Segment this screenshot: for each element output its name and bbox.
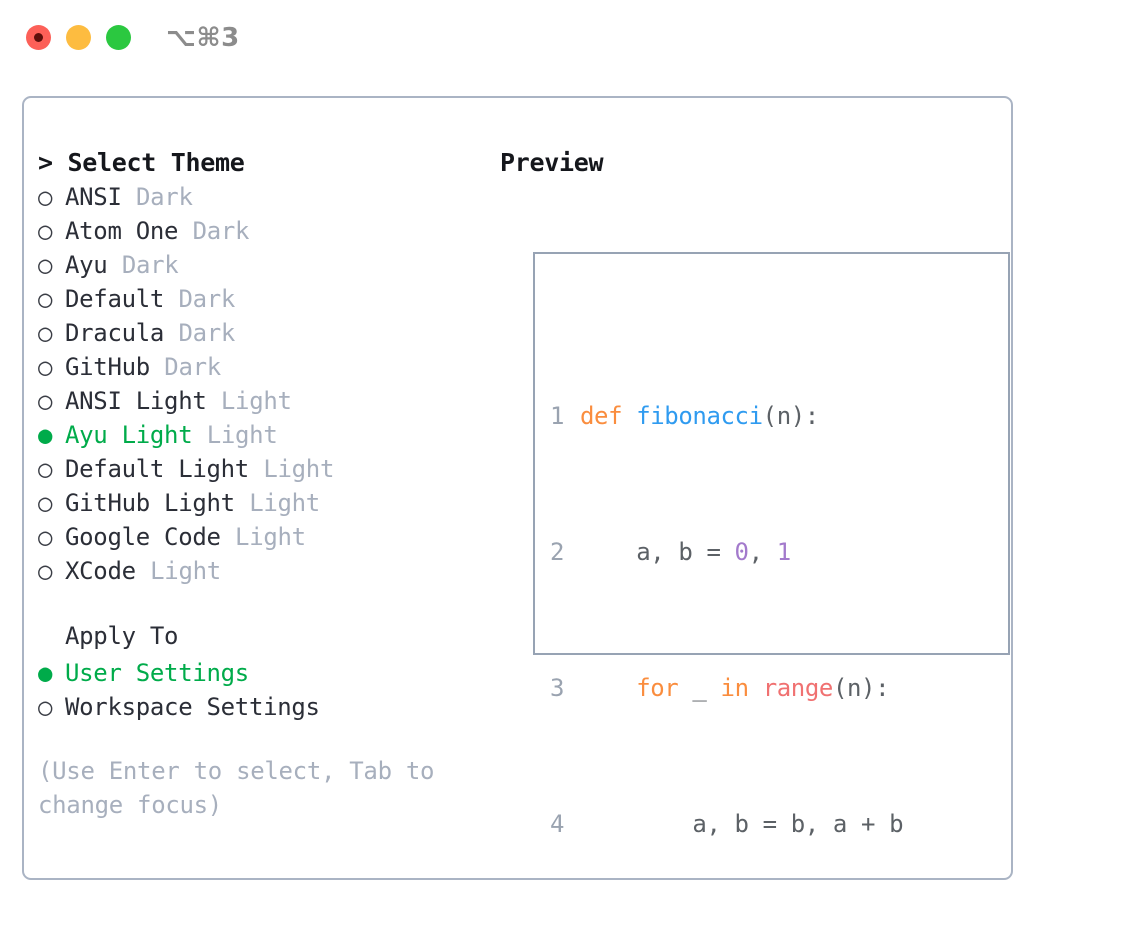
theme-option-label: Default Light — [65, 455, 249, 483]
theme-option-label: ANSI Light — [65, 387, 207, 415]
theme-option-label: ANSI — [65, 183, 122, 211]
theme-option-label: Default — [65, 285, 165, 313]
code-token: for — [636, 674, 679, 702]
theme-option-suffix: Dark — [178, 319, 236, 347]
code-token: _ — [678, 674, 721, 702]
code-line: 4 a, b = b, a + b — [550, 807, 931, 841]
theme-option-suffix: Dark — [192, 217, 250, 245]
code-token: range — [762, 674, 834, 702]
code-token: in — [720, 674, 750, 702]
theme-option-ansi[interactable]: ○ ANSI Dark — [38, 180, 478, 214]
apply-to-option-list[interactable]: ● User Settings ○ Workspace Settings — [38, 656, 478, 724]
radio-icon[interactable]: ○ — [38, 693, 53, 721]
theme-option-github[interactable]: ○ GitHub Dark — [38, 350, 478, 384]
theme-option-ayu[interactable]: ○ Ayu Dark — [38, 248, 478, 282]
code-token: (n): — [762, 402, 820, 430]
theme-picker-panel: > Select Theme ○ ANSI Dark ○ Atom One Da… — [22, 96, 1013, 880]
radio-icon[interactable]: ○ — [38, 455, 53, 483]
apply-to-heading: Apply To — [38, 622, 478, 656]
minimize-button-icon[interactable] — [66, 25, 91, 50]
theme-option-default[interactable]: ○ Default Dark — [38, 282, 478, 316]
theme-option-suffix: Dark — [178, 285, 236, 313]
close-button-icon[interactable] — [26, 25, 51, 50]
theme-option-label: GitHub — [65, 353, 150, 381]
theme-option-default-light[interactable]: ○ Default Light Light — [38, 452, 478, 486]
code-token: (n): — [832, 674, 890, 702]
theme-option-label: XCode — [65, 557, 136, 585]
radio-icon[interactable]: ○ — [38, 557, 53, 585]
radio-icon[interactable]: ○ — [38, 251, 53, 279]
radio-icon[interactable]: ○ — [38, 523, 53, 551]
radio-icon[interactable]: ○ — [38, 183, 53, 211]
theme-option-label: Ayu — [65, 251, 108, 279]
theme-option-dracula[interactable]: ○ Dracula Dark — [38, 316, 478, 350]
theme-option-list[interactable]: ○ ANSI Dark ○ Atom One Dark ○ Ayu Dark ○… — [38, 180, 478, 588]
radio-icon[interactable]: ○ — [38, 353, 53, 381]
theme-option-suffix: Dark — [136, 183, 193, 211]
theme-option-suffix: Light — [206, 421, 278, 449]
code-line: 1 def fibonacci(n): — [550, 399, 931, 433]
line-number: 4 — [550, 810, 565, 838]
apply-to-option-workspace-settings[interactable]: ○ Workspace Settings — [38, 690, 478, 724]
theme-option-ayu-light[interactable]: ● Ayu Light Light — [38, 418, 478, 452]
theme-option-suffix: Dark — [121, 251, 179, 279]
apply-to-option-label: User Settings — [65, 659, 249, 687]
apply-to-heading-label: Apply To — [65, 622, 179, 650]
radio-icon-selected[interactable]: ● — [38, 659, 53, 687]
theme-option-suffix: Light — [263, 455, 335, 483]
code-token: 0 — [734, 538, 749, 566]
theme-option-suffix: Dark — [164, 353, 221, 381]
radio-icon[interactable]: ○ — [38, 217, 53, 245]
radio-icon[interactable]: ○ — [38, 387, 53, 415]
theme-option-suffix: Light — [220, 387, 292, 415]
keyboard-hint-text: (Use Enter to select, Tab to change focu… — [38, 757, 435, 819]
code-token: a, b = b, a + b — [580, 810, 904, 838]
code-line: 2 a, b = 0, 1 — [550, 535, 931, 569]
theme-option-label: Atom One — [65, 217, 179, 245]
keyboard-shortcut-label: ⌥⌘3 — [166, 23, 240, 53]
line-number: 2 — [550, 538, 565, 566]
theme-option-label: Dracula — [65, 319, 165, 347]
theme-option-label: Google Code — [65, 523, 221, 551]
theme-option-label: Ayu Light — [65, 421, 193, 449]
theme-option-suffix: Light — [150, 557, 221, 585]
theme-option-ansi-light[interactable]: ○ ANSI Light Light — [38, 384, 478, 418]
apply-to-option-label: Workspace Settings — [65, 693, 320, 721]
code-token: a, b = — [580, 538, 735, 566]
traffic-light-buttons — [26, 25, 131, 50]
zoom-button-icon[interactable] — [106, 25, 131, 50]
code-token — [749, 674, 763, 702]
radio-icon[interactable]: ○ — [38, 285, 53, 313]
line-number: 3 — [550, 674, 565, 702]
theme-option-suffix: Light — [235, 523, 306, 551]
radio-icon-selected[interactable]: ● — [38, 421, 53, 449]
code-token: , — [748, 538, 777, 566]
radio-icon[interactable]: ○ — [38, 319, 53, 347]
theme-option-xcode[interactable]: ○ XCode Light — [38, 554, 478, 588]
code-token: fibonacci — [636, 402, 763, 430]
radio-icon[interactable]: ○ — [38, 489, 53, 517]
theme-option-google-code[interactable]: ○ Google Code Light — [38, 520, 478, 554]
line-number: 1 — [550, 402, 565, 430]
theme-selection-column: > Select Theme ○ ANSI Dark ○ Atom One Da… — [38, 146, 478, 822]
title-bar: ⌥⌘3 — [0, 0, 1140, 78]
code-token: 1 — [776, 538, 791, 566]
apply-to-option-user-settings[interactable]: ● User Settings — [38, 656, 478, 690]
code-token: def — [580, 402, 637, 430]
select-theme-heading: > Select Theme — [38, 148, 245, 177]
code-token — [580, 674, 636, 702]
preview-heading: Preview — [500, 148, 604, 177]
code-line: 3 for _ in range(n): — [550, 671, 931, 705]
list-spacer — [38, 588, 478, 622]
theme-option-label: GitHub Light — [65, 489, 235, 517]
theme-option-atom-one[interactable]: ○ Atom One Dark — [38, 214, 478, 248]
theme-option-suffix: Light — [249, 489, 320, 517]
theme-option-github-light[interactable]: ○ GitHub Light Light — [38, 486, 478, 520]
